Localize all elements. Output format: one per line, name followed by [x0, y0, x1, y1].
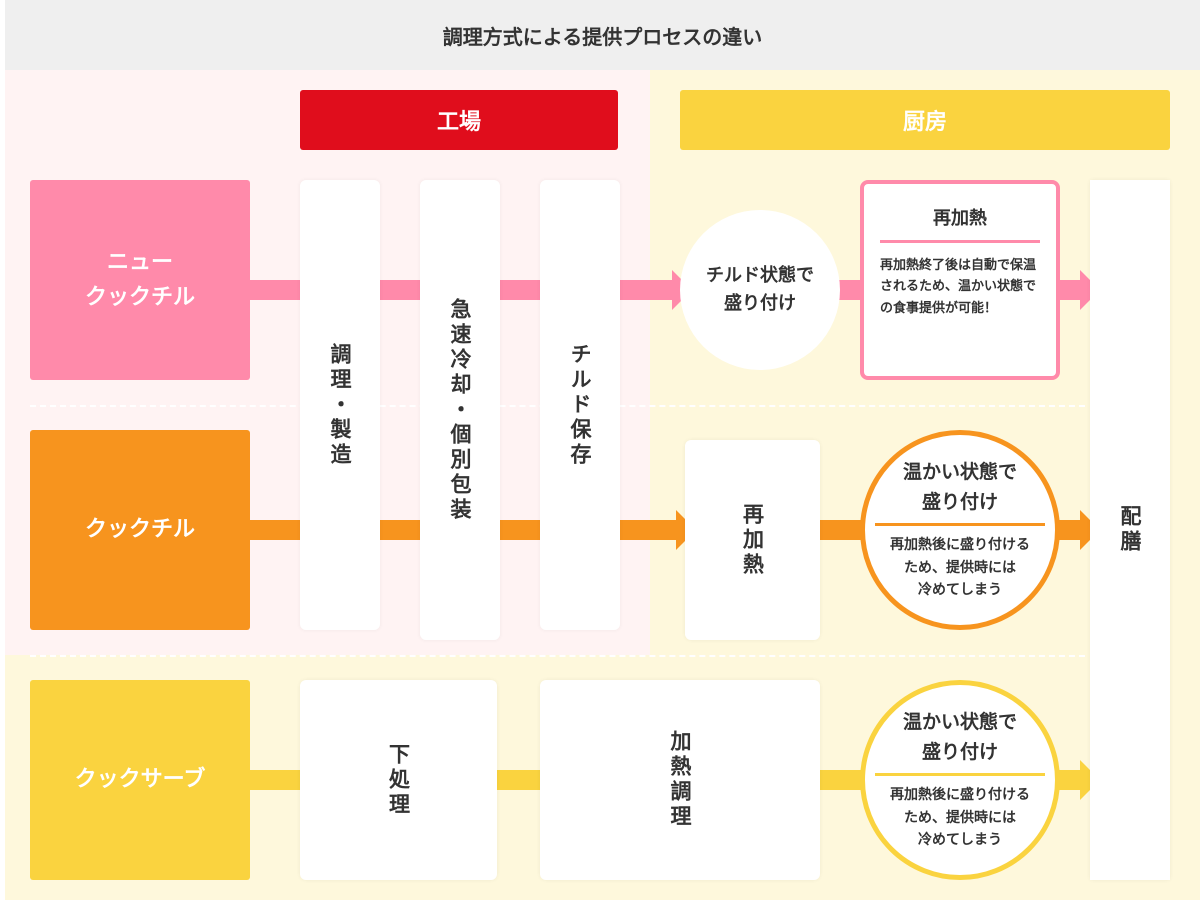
serve-label: 配膳	[1118, 505, 1142, 555]
step-label: 再加熱	[740, 502, 765, 578]
new-cook-chill-reheat-box: 再加熱 再加熱終了後は自動で保温されるため、温かい状態での食事提供が可能！	[860, 180, 1060, 380]
step-label: 調理・製造	[328, 342, 352, 468]
row-label-cook-chill: クックチル	[30, 430, 250, 630]
plate-label: チルド状態で 盛り付け	[706, 265, 814, 314]
divider	[875, 523, 1045, 527]
reheat-title: 再加熱	[933, 208, 987, 229]
cook-serve-cook: 加熱調理	[540, 680, 820, 880]
plate-note: 再加熱後に盛り付ける ため、提供時には 冷めてしまう	[890, 787, 1030, 849]
step-label: 下処理	[386, 742, 411, 818]
cook-chill-plate: 温かい状態で 盛り付け 再加熱後に盛り付ける ため、提供時には 冷めてしまう	[860, 430, 1060, 630]
divider	[875, 773, 1045, 777]
diagram-title: 調理方式による提供プロセスの違い	[5, 0, 1200, 70]
step-label: チルド保存	[568, 342, 592, 468]
row-label-new-cook-chill: ニュー クックチル	[30, 180, 250, 380]
plate-label: 温かい状態で 盛り付け	[902, 711, 1017, 763]
cook-serve-plate: 温かい状態で 盛り付け 再加熱後に盛り付ける ため、提供時には 冷めてしまう	[860, 680, 1060, 880]
step-label: 加熱調理	[668, 730, 692, 830]
step-cook-manufacture: 調理・製造	[300, 180, 380, 630]
factory-header: 工場	[300, 90, 618, 150]
step-label: 急速冷却・個別包装	[448, 297, 472, 523]
serve-column: 配膳	[1090, 180, 1170, 880]
row-label-cook-serve: クックサーブ	[30, 680, 250, 880]
kitchen-header: 厨房	[680, 90, 1170, 150]
row-divider	[30, 655, 1085, 657]
new-cook-chill-plate: チルド状態で 盛り付け	[680, 210, 840, 370]
divider	[880, 240, 1040, 243]
step-blast-chill-pack: 急速冷却・個別包装	[420, 180, 500, 640]
cook-serve-prep: 下処理	[300, 680, 497, 880]
step-chilled-storage: チルド保存	[540, 180, 620, 630]
plate-note: 再加熱後に盛り付ける ため、提供時には 冷めてしまう	[890, 537, 1030, 599]
plate-label: 温かい状態で 盛り付け	[902, 461, 1017, 513]
cook-chill-reheat: 再加熱	[685, 440, 820, 640]
reheat-note: 再加熱終了後は自動で保温されるため、温かい状態での食事提供が可能！	[880, 258, 1037, 316]
